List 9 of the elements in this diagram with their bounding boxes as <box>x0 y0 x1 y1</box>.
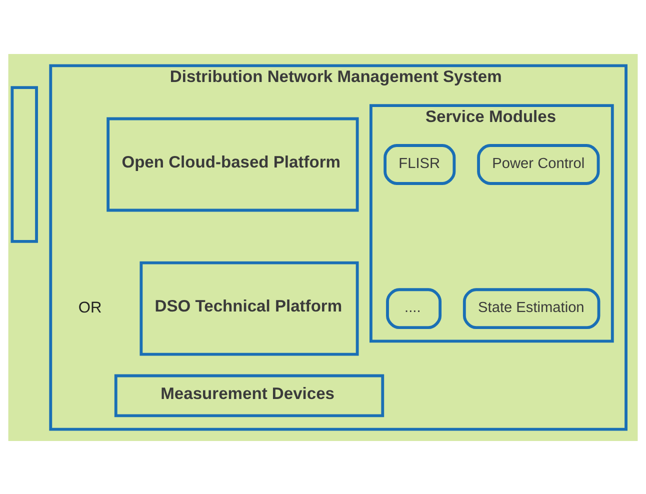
node-box: FLISR <box>384 144 456 184</box>
label: OR <box>78 298 102 316</box>
node-box <box>10 86 38 242</box>
node-box: .... <box>386 288 442 329</box>
node-box: Open Cloud-based Platform <box>106 116 359 212</box>
node-box: Measurement Devices <box>114 374 384 417</box>
node-box: Power Control <box>477 144 600 184</box>
node-box: DSO Technical Platform <box>140 260 359 356</box>
node-box: State Estimation <box>462 288 600 329</box>
